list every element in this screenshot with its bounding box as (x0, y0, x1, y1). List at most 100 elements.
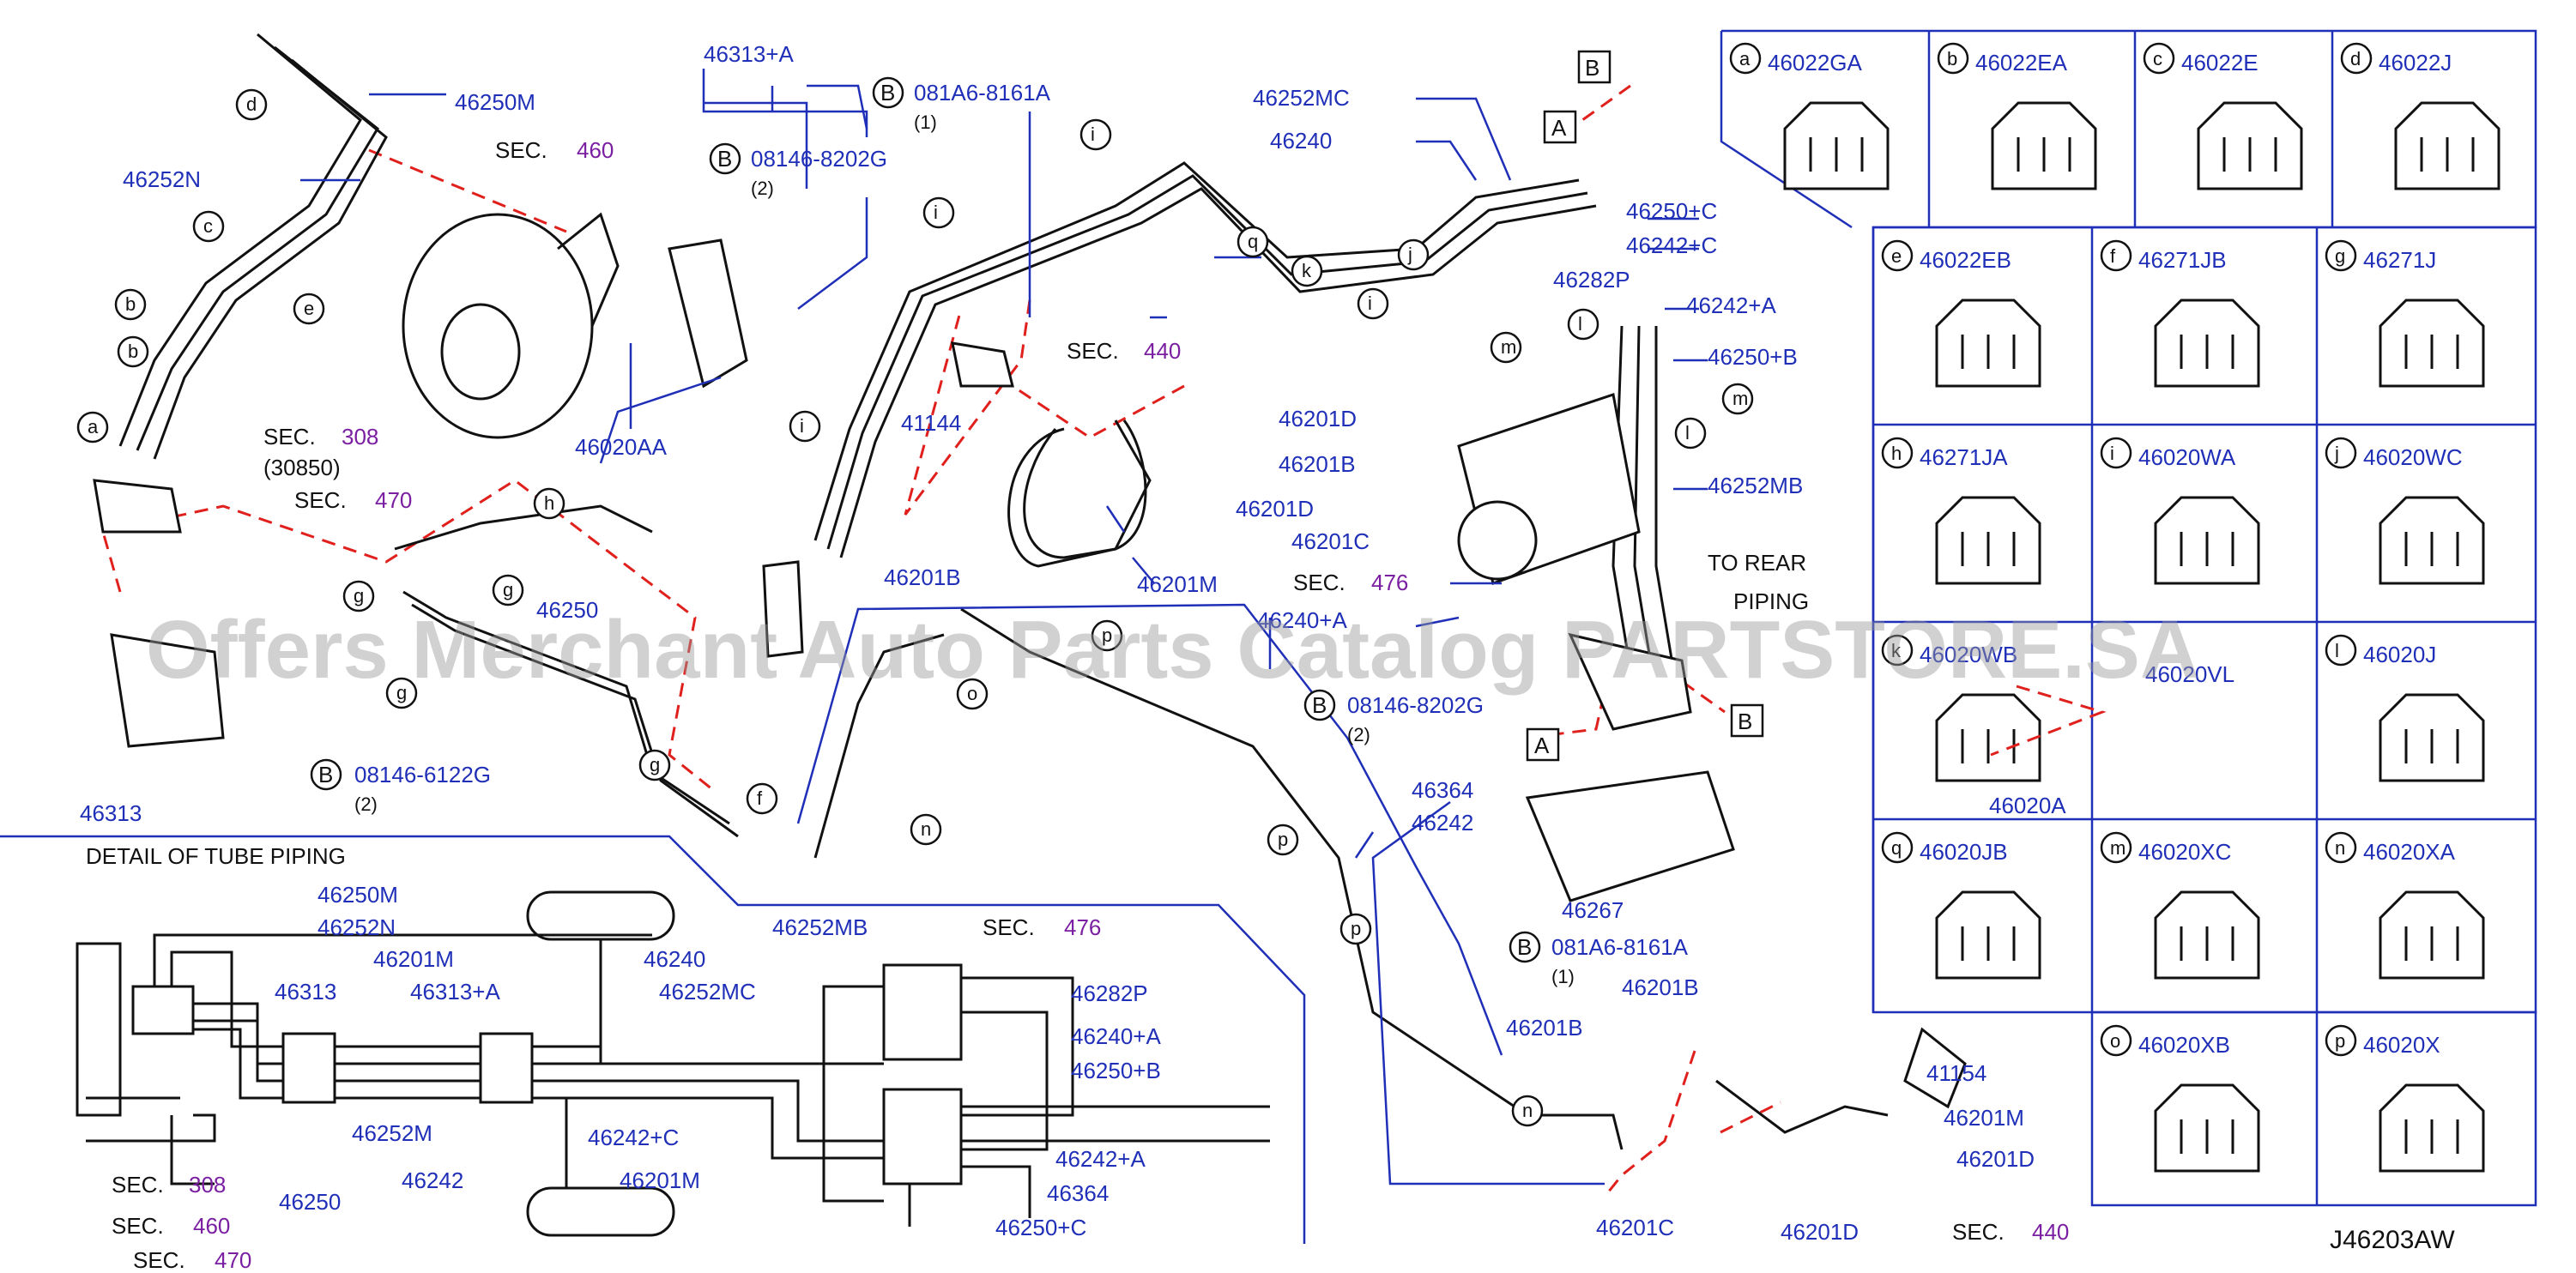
callout-g: g (638, 749, 671, 781)
detail-46313a: 46313+A (410, 979, 500, 1005)
svg-text:d: d (246, 94, 257, 115)
clip-part-p: 46020X (2363, 1032, 2440, 1058)
clip-part-h: 46271JA (1920, 444, 2008, 470)
label-46201c-2: 46201C (1596, 1215, 1674, 1240)
detail-46201m: 46201M (373, 946, 454, 972)
bolt-5-letter: B (1517, 934, 1532, 960)
bolt-3-qty: (2) (354, 793, 378, 815)
clip-glyph-g (2379, 299, 2485, 388)
label-41144: 41144 (901, 410, 961, 436)
detail-46240a: 46240+A (1071, 1023, 1161, 1049)
detail-46252n: 46252N (317, 914, 396, 940)
clip-part-i: 46020WA (2138, 444, 2236, 470)
svg-text:i: i (934, 202, 938, 223)
sec-470-prefix: SEC. (294, 487, 347, 513)
callout-d: d (235, 88, 268, 121)
detail-sec-470-prefix: SEC. (133, 1247, 185, 1273)
sec-308-prefix: SEC. (263, 424, 316, 449)
callout-p: p (1267, 824, 1299, 856)
callout-m: m (1721, 383, 1754, 415)
callout-a: a (76, 411, 109, 443)
clip-letter-f: f (2110, 245, 2116, 267)
detail-46250b: 46250+B (1071, 1058, 1161, 1083)
callout-q: q (1237, 226, 1269, 258)
sec-440-b-prefix: SEC. (1952, 1219, 2005, 1245)
detail-46250c: 46250+C (995, 1215, 1086, 1240)
detail-sec-460: 460 (193, 1213, 230, 1239)
clip-part-b: 46022EA (1975, 50, 2068, 75)
clip-glyph-e (1935, 299, 2041, 388)
clip-part-f: 46271JB (2138, 247, 2227, 273)
svg-text:n: n (921, 818, 931, 840)
clip-glyph-i (2154, 496, 2260, 585)
callout-i: i (789, 410, 821, 443)
detail-sec-460-prefix: SEC. (112, 1213, 164, 1239)
clip-glyph-n (2379, 890, 2485, 980)
detail-46313: 46313 (275, 979, 336, 1005)
svg-text:h: h (544, 492, 554, 514)
svg-text:p: p (1102, 624, 1112, 646)
brake-booster (402, 212, 620, 439)
svg-text:j: j (1407, 244, 1412, 265)
svg-text:f: f (757, 787, 763, 809)
diagram-code: J46203AW (2330, 1226, 2455, 1254)
clip-letter-e: e (1891, 245, 1902, 267)
label-46201m-2: 46201M (1944, 1105, 2024, 1131)
callout-l: l (1567, 308, 1599, 341)
label-46201b-2: 46201B (1279, 451, 1356, 477)
label-46020vl: 46020VL (2145, 661, 2234, 687)
detail-46242: 46242 (402, 1167, 463, 1193)
sec-440-b: 440 (2032, 1219, 2069, 1245)
svg-text:b: b (125, 293, 136, 315)
clip-glyph-k (1935, 693, 2041, 782)
to-rear-2: PIPING (1733, 588, 1809, 614)
sec-460-prefix: SEC. (495, 137, 547, 163)
detail-46240: 46240 (644, 946, 705, 972)
label-46242a: 46242+A (1686, 293, 1776, 318)
callout-f: f (746, 782, 778, 815)
label-46020aa: 46020AA (575, 434, 668, 460)
clip-letter-p: p (2335, 1030, 2345, 1052)
sec-470: 470 (375, 487, 412, 513)
callout-p: p (1091, 619, 1123, 652)
callout-j: j (1397, 238, 1430, 271)
clip-letter-c: c (2153, 48, 2162, 69)
detail-46364: 46364 (1047, 1180, 1109, 1206)
bolt-1-letter: B (880, 80, 895, 106)
clip-part-j: 46020WC (2363, 444, 2463, 470)
label-46252mb: 46252MB (1708, 473, 1803, 498)
label-46250m: 46250M (455, 89, 535, 115)
svg-text:k: k (1302, 260, 1312, 281)
clip-glyph-j (2379, 496, 2485, 585)
detail-separator (0, 835, 1306, 1244)
detail-schematic (76, 890, 1270, 1237)
label-46201d-2: 46201D (1236, 496, 1314, 522)
callout-k: k (1291, 255, 1323, 287)
label-46282p: 46282P (1553, 267, 1630, 293)
bolt-3-letter: B (318, 762, 333, 787)
clip-glyph-p (2379, 1083, 2485, 1173)
bolt-5-qty: (1) (1551, 966, 1575, 987)
clip-part-o: 46020XB (2138, 1032, 2230, 1058)
detail-sec-470: 470 (215, 1247, 251, 1273)
label-46201d-1: 46201D (1279, 406, 1357, 431)
svg-text:l: l (1685, 422, 1690, 443)
clip-part-a: 46022GA (1768, 50, 1863, 75)
detail-46252mc: 46252MC (659, 979, 756, 1005)
svg-text:g: g (650, 754, 660, 775)
svg-text:g: g (354, 585, 364, 606)
clip-cell-f: f 46271JB (2100, 239, 2260, 388)
bolt-5-code: 081A6-8161A (1551, 934, 1689, 960)
detail-46242a: 46242+A (1055, 1146, 1146, 1172)
sec-30850: (30850) (263, 455, 341, 480)
callout-b: b (114, 288, 147, 321)
svg-text:p: p (1351, 918, 1361, 939)
callout-g: g (385, 677, 418, 709)
